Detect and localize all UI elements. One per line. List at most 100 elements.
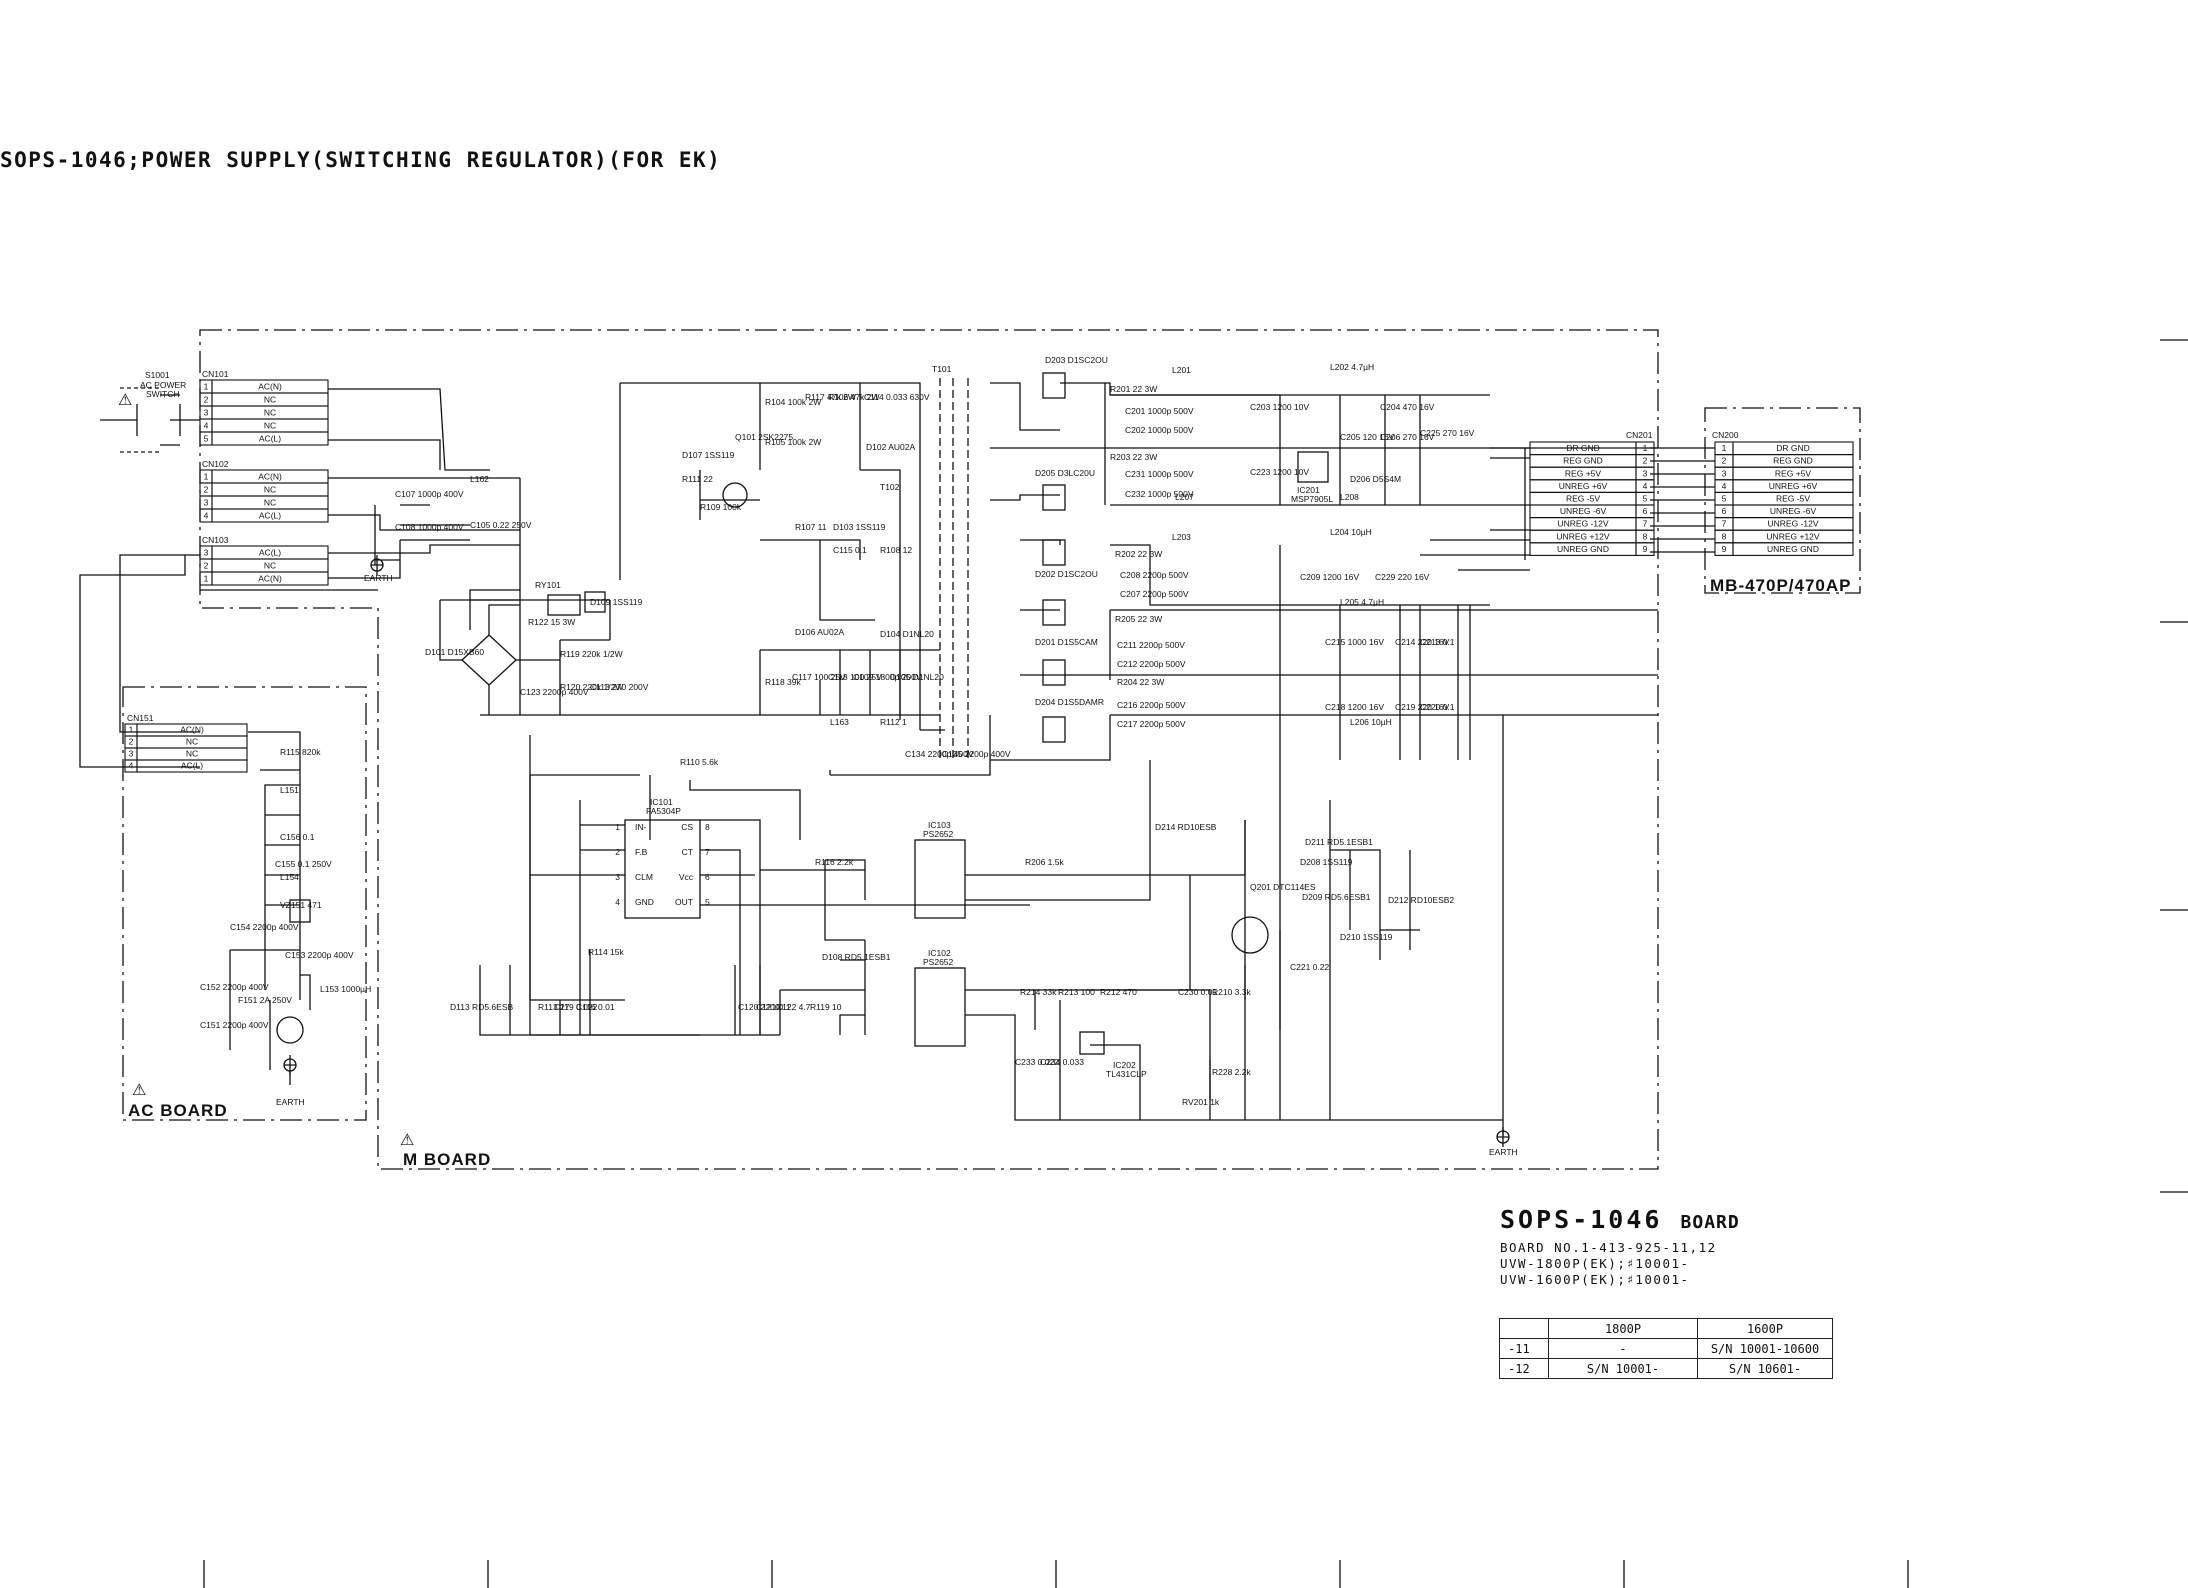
ic101-body <box>624 819 701 919</box>
ac-board-label: AC BOARD <box>128 1101 228 1120</box>
pin-number: 6 <box>1722 506 1727 516</box>
component-label: D212 RD10ESB2 <box>1388 895 1454 905</box>
component-label: D203 D1SC2OU <box>1045 355 1108 365</box>
pin-signal: DR GND <box>1776 443 1810 453</box>
board-title: SOPS-1046 BOARD <box>1500 1205 1740 1234</box>
cn200-name: CN200 <box>1712 430 1739 440</box>
ic-pin-number: 2 <box>615 847 620 857</box>
ic-pin-number: 7 <box>705 847 710 857</box>
pin-number: 5 <box>1643 494 1648 504</box>
component-label: D201 D1S5CAM <box>1035 637 1098 647</box>
pin-number: 5 <box>204 434 209 444</box>
pin-number: 9 <box>1643 544 1648 554</box>
table-cell: S/N 10601- <box>1697 1358 1833 1379</box>
pin-number: 3 <box>204 548 209 558</box>
header-cell: 1600P <box>1697 1318 1833 1339</box>
board-model-1600: UVW-1600P(EK);♯10001- <box>1500 1272 1690 1287</box>
component-label: R110 5.6k <box>680 757 719 767</box>
switch-ref: S1001 <box>145 370 170 380</box>
component-label: C121 0.1 <box>756 1002 791 1012</box>
component-label: C229 220 16V <box>1375 572 1430 582</box>
pin-signal: UNREG +12V <box>1766 531 1819 541</box>
component-label: C156 0.1 <box>280 832 315 842</box>
component-label: D107 1SS119 <box>682 450 735 460</box>
table-cell: -11 <box>1499 1338 1549 1359</box>
pin-number: 4 <box>1643 481 1648 491</box>
earth-label: EARTH <box>364 573 393 583</box>
transformer-t101 <box>939 378 969 760</box>
pin-signal: REG +5V <box>1565 468 1601 478</box>
component-label: C223 1200 10V <box>1250 467 1309 477</box>
component-label: D205 D3LC20U <box>1035 468 1095 478</box>
pin-signal: NC <box>264 395 276 405</box>
component-label: L162 <box>470 474 489 484</box>
ic-pin-label: IN- <box>635 822 647 832</box>
ic-pin-number: 6 <box>705 872 710 882</box>
component-label: C117 100 25V <box>792 672 846 682</box>
ic101-part: FA5304P <box>646 806 681 816</box>
component-label: Q101 2SK2275 <box>735 432 793 442</box>
component-label: D108 RD5.1ESB1 <box>822 952 891 962</box>
board-number: BOARD NO.1-413-925-11,12 <box>1500 1240 1717 1255</box>
table-cell: S/N 10001-10600 <box>1697 1338 1833 1359</box>
pin-number: 3 <box>204 408 209 418</box>
component-label: R203 22 3W <box>1110 452 1157 462</box>
ic201-ref: IC201 <box>1297 485 1320 495</box>
component-label: C105 0.22 250V <box>470 520 532 530</box>
component-label: D214 RD10ESB <box>1155 822 1217 832</box>
component-label: L206 10µH <box>1350 717 1392 727</box>
header-cell: 1800P <box>1548 1318 1698 1339</box>
cn102-name: CN102 <box>202 459 229 469</box>
component-label: C155 0.1 250V <box>275 859 332 869</box>
pin-number: 8 <box>1722 531 1727 541</box>
component-label: C118 100 25V <box>828 672 882 682</box>
component-label: L204 10µH <box>1330 527 1372 537</box>
component-label: D113 RD5.6ESB <box>450 1002 513 1012</box>
component-label: L163 <box>830 717 849 727</box>
component-label: C153 2200p 400V <box>285 950 354 960</box>
component-label: C221 0.22 <box>1290 962 1329 972</box>
board-title-suffix: BOARD <box>1680 1212 1740 1233</box>
pin-number: 1 <box>1722 443 1727 453</box>
pin-number: 1 <box>1643 443 1648 453</box>
component-label: C116 0.01 <box>576 1002 615 1012</box>
pin-number: 5 <box>1722 494 1727 504</box>
component-label: D209 RD5.6ESB1 <box>1302 892 1371 902</box>
table-cell: - <box>1548 1338 1698 1359</box>
component-label: C217 2200p 500V <box>1117 719 1186 729</box>
pin-signal: AC(N) <box>258 382 282 392</box>
pin-signal: REG +5V <box>1775 468 1811 478</box>
pin-number: 9 <box>1722 544 1727 554</box>
component-label: C203 1200 10V <box>1250 402 1309 412</box>
component-label: C214 220 16V <box>1395 637 1450 647</box>
component-label: F151 2A 250V <box>238 995 292 1005</box>
warning-icon: ⚠ <box>400 1132 414 1149</box>
ic-pin-label: OUT <box>675 897 693 907</box>
component-label: C113 270 200V <box>590 682 649 692</box>
pin-signal: NC <box>264 561 276 571</box>
component-label: R111 22 <box>682 474 713 484</box>
component-label: R119 220k 1/2W <box>560 649 623 659</box>
component-label: R228 2.2k <box>1212 1067 1251 1077</box>
component-label: C107 1000p 400V <box>395 489 464 499</box>
component-label: D104 D1NL20 <box>880 629 934 639</box>
earth-label: EARTH <box>1489 1147 1518 1157</box>
component-label: R114 15k <box>588 947 625 957</box>
component-label: C225 270 16V <box>1420 428 1475 438</box>
component-label: T101 <box>932 364 952 374</box>
serial-table: 1800P 1600P -11 - S/N 10001-10600 -12 S/… <box>1499 1318 1833 1379</box>
component-label: C207 2200p 500V <box>1120 589 1189 599</box>
ic201-part: MSP7905L <box>1291 494 1333 504</box>
ic-pin-number: 1 <box>615 822 620 832</box>
pin-signal: UNREG +6V <box>1559 481 1608 491</box>
component-label: L201 <box>1172 365 1191 375</box>
component-label: C119 0.022 <box>554 1002 598 1012</box>
component-label: D103 1SS119 <box>833 522 886 532</box>
component-label: R205 22 3W <box>1115 614 1162 624</box>
pin-signal: UNREG -12V <box>1767 519 1818 529</box>
pin-number: 4 <box>204 421 209 431</box>
